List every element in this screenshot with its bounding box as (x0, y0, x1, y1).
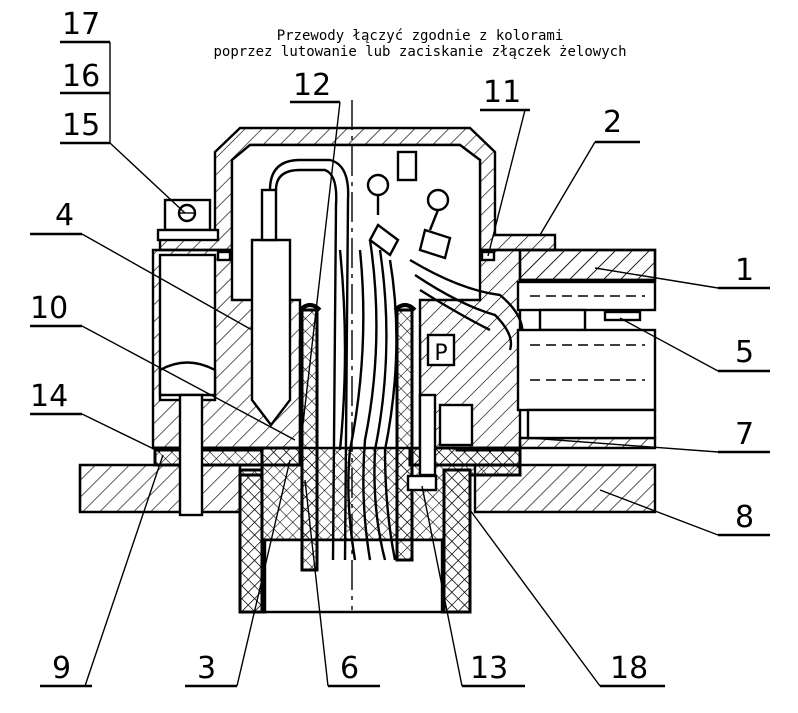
callout-18: 18 (469, 509, 665, 688)
callout-1: 1 (594, 253, 770, 290)
callout-12: 12 (290, 68, 341, 451)
callout-5: 5 (619, 317, 770, 373)
output-cable (409, 258, 524, 351)
callout-9: 9 (40, 454, 164, 688)
screw-head (156, 198, 220, 242)
callout-15-label: 15 (62, 108, 100, 143)
callout-7: 7 (529, 417, 770, 454)
side-screw-housing (158, 253, 217, 517)
cable-cavity (230, 143, 482, 450)
callout-10-label: 10 (30, 291, 68, 326)
callout-8: 8 (599, 489, 770, 537)
callout-17-label: 17 (62, 7, 100, 42)
electronics-module (516, 280, 657, 440)
callout-14: 14 (30, 379, 161, 453)
callout-16: 16 (60, 59, 110, 95)
callout-11-label: 11 (483, 75, 521, 110)
callout-5-label: 5 (735, 335, 754, 370)
callout-9-label: 9 (52, 651, 71, 686)
callout-3: 3 (185, 459, 291, 688)
central-tube (298, 303, 417, 572)
p-marker: P (426, 333, 456, 367)
callout-6: 6 (304, 479, 380, 688)
wiring-note-line-2: poprzez lutowanie lub zaciskanie złączek… (213, 44, 626, 60)
wiring-note-line-1: Przewody łączyć zgodnie z kolorami (277, 28, 564, 44)
callout-13: 13 (421, 485, 525, 688)
callout-10: 10 (30, 291, 296, 441)
callout-2: 2 (539, 105, 640, 236)
callout-11: 11 (480, 75, 530, 257)
callout-15: 15 (60, 42, 186, 214)
callout-1-label: 1 (735, 253, 754, 288)
callout-13-label: 13 (470, 651, 508, 686)
callout-14-label: 14 (30, 379, 68, 414)
wire-bundle (338, 239, 398, 561)
callout-4-label: 4 (55, 198, 74, 233)
callout-12-label: 12 (293, 68, 331, 103)
callout-16-label: 16 (62, 59, 100, 94)
callout-18-label: 18 (610, 651, 648, 686)
wire-terminals (366, 150, 452, 260)
callout-6-label: 6 (340, 651, 359, 686)
callout-8-label: 8 (735, 500, 754, 535)
callout-17: 17 (60, 7, 110, 44)
callout-4: 4 (30, 198, 253, 331)
set-screw (406, 393, 474, 492)
p-marker-label: P (434, 341, 447, 366)
callout-3-label: 3 (197, 651, 216, 686)
callout-2-label: 2 (603, 105, 622, 140)
callout-7-label: 7 (735, 417, 754, 452)
sensor-probe (250, 158, 350, 561)
